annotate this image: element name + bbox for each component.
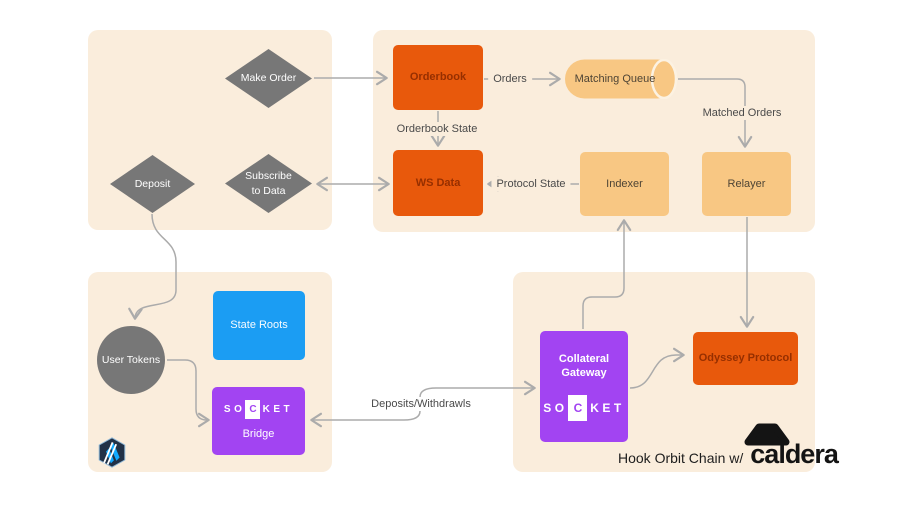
- node-indexer: Indexer: [580, 152, 669, 216]
- edge-label-orderbook-state: Orderbook State: [391, 122, 483, 136]
- node-orderbook: Orderbook: [393, 45, 483, 110]
- node-label: Subscribe to Data: [245, 170, 292, 197]
- caldera-wordmark: caldera: [750, 439, 839, 469]
- socket-letters: SO: [543, 401, 568, 416]
- node-label: Bridge: [242, 428, 275, 441]
- node-label: Make Order: [240, 72, 297, 85]
- node-label: Indexer: [606, 177, 643, 190]
- footer-caption: Hook Orbit Chain w/: [618, 450, 744, 466]
- node-label: Relayer: [727, 177, 766, 190]
- node-state-roots: State Roots: [213, 291, 305, 360]
- queue-cylinder-shape: [565, 58, 678, 100]
- caldera-volcano-icon: [742, 422, 792, 447]
- footer-branding: Hook Orbit Chain w/ caldera: [618, 439, 839, 469]
- arbitrum-logo-icon: [98, 437, 126, 468]
- socket-letter-c: C: [567, 395, 588, 422]
- node-matching-queue: Matching Queue: [565, 58, 678, 100]
- socket-letters: KET: [590, 401, 625, 416]
- node-user-tokens: User Tokens: [97, 326, 165, 394]
- node-relayer: Relayer: [702, 152, 791, 216]
- node-label: Collateral Gateway: [558, 352, 610, 380]
- node-label: Odyssey Protocol: [698, 352, 793, 365]
- socket-letters: KET: [262, 403, 294, 415]
- socket-letters: SO: [223, 403, 246, 415]
- node-label: Matching Queue: [574, 72, 656, 85]
- panel-user-actions: [88, 30, 332, 230]
- node-odyssey-protocol: Odyssey Protocol: [693, 332, 798, 385]
- node-label: Deposit: [134, 177, 171, 190]
- socket-letter-c: C: [245, 399, 260, 420]
- edge-label-orders: Orders: [488, 72, 532, 86]
- edge-label-protocol-state: Protocol State: [491, 177, 571, 191]
- node-ws-data: WS Data: [393, 150, 483, 216]
- edge-label-deposits-withdrawls: Deposits/Withdrawls: [366, 397, 476, 411]
- node-label: WS Data: [415, 176, 461, 189]
- node-label: Orderbook: [409, 71, 467, 84]
- node-label: User Tokens: [101, 353, 161, 366]
- node-label: State Roots: [230, 319, 288, 332]
- edge-label-matched-orders: Matched Orders: [697, 106, 787, 120]
